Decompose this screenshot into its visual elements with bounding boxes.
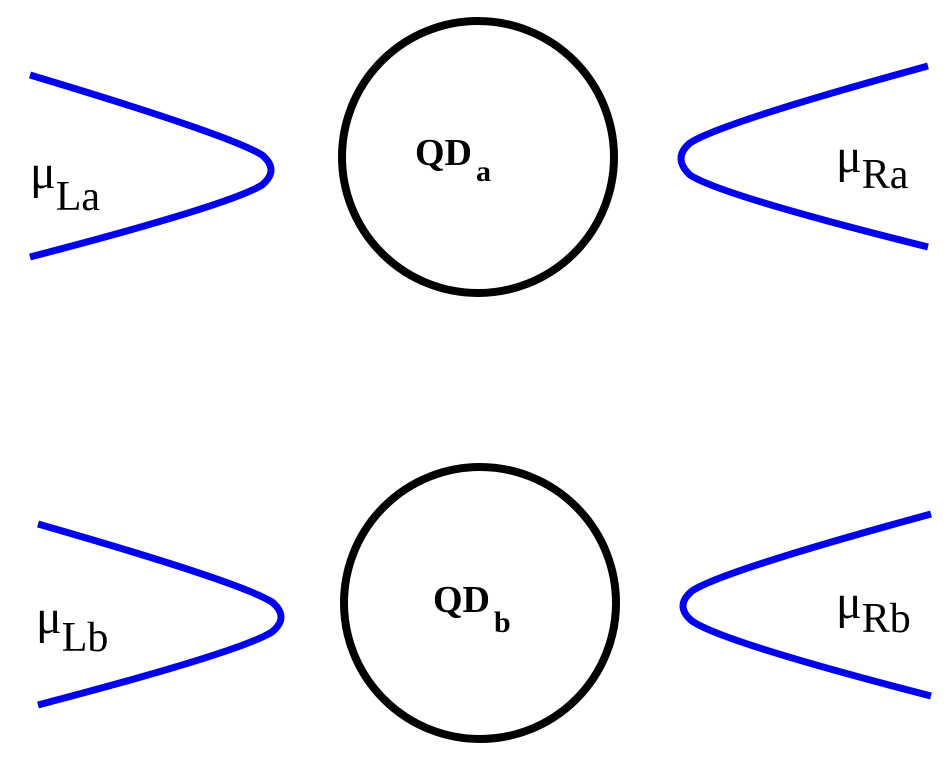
- quantum-dot-b: [340, 463, 620, 743]
- dot-label-b: QDb: [433, 579, 511, 639]
- lead-subscript: Ra: [862, 152, 909, 198]
- lead-right-b: [679, 510, 932, 700]
- dot-main-label: QD: [415, 132, 472, 174]
- mu-symbol: μ: [30, 146, 56, 199]
- dot-subscript: a: [476, 155, 491, 188]
- dot-subscript: b: [494, 606, 511, 639]
- mu-symbol: μ: [36, 591, 62, 644]
- mu-symbol: μ: [836, 576, 862, 629]
- lead-subscript: Rb: [862, 596, 911, 642]
- dot-main-label: QD: [433, 579, 490, 621]
- lead-label-left-a: μLa: [30, 146, 100, 220]
- lead-subscript: La: [56, 174, 101, 220]
- lead-label-right-b: μRb: [836, 576, 911, 642]
- lead-right-a: [677, 62, 929, 251]
- lead-label-left-b: μLb: [36, 591, 108, 661]
- mu-symbol: μ: [836, 130, 862, 183]
- lead-label-right-a: μRa: [836, 130, 909, 198]
- quantum-dot-a: [338, 17, 618, 297]
- lead-subscript: Lb: [62, 615, 109, 661]
- lead-left-b: [37, 520, 285, 709]
- lead-left-a: [28, 71, 275, 261]
